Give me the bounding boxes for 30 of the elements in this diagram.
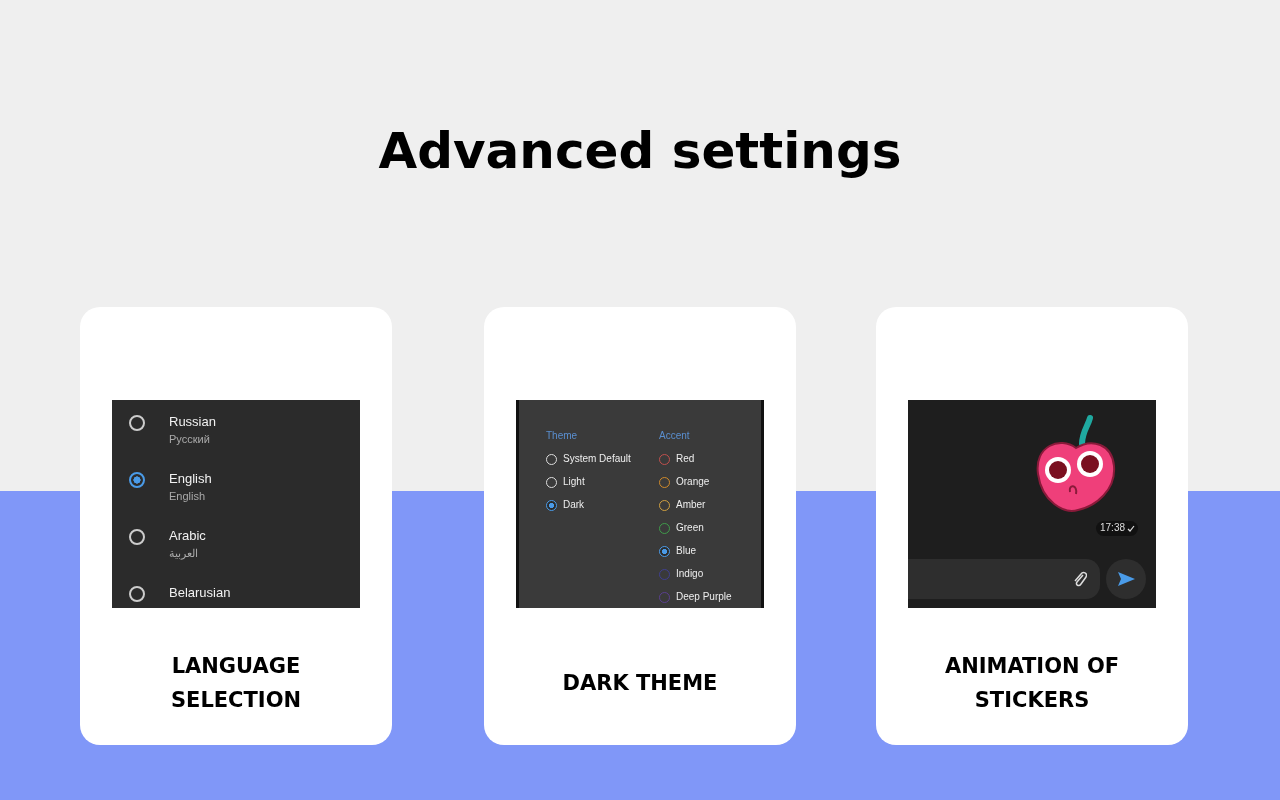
column-heading: Theme xyxy=(546,430,578,441)
feature-card xyxy=(876,307,1188,745)
option-label: Deep Purple xyxy=(676,591,732,602)
language-name: Arabic xyxy=(169,528,206,543)
option-label: Green xyxy=(676,522,704,533)
option-label: System Default xyxy=(563,453,631,464)
option-label: Blue xyxy=(676,545,696,556)
card-caption: LANGUAGE SELECTION xyxy=(169,653,303,714)
screenshot-panel xyxy=(516,400,764,608)
screenshot-panel xyxy=(112,400,360,608)
card-caption: ANIMATION OF STICKERS xyxy=(943,653,1121,714)
card-caption: DARK THEME xyxy=(562,670,718,697)
option-label: Dark xyxy=(563,499,585,510)
option-label: Orange xyxy=(676,476,710,487)
option-label: Red xyxy=(676,453,695,464)
language-native-name: Русский xyxy=(169,433,210,445)
language-native-name: English xyxy=(169,490,206,502)
language-native-name: العربية xyxy=(169,547,198,560)
screenshot-panel xyxy=(908,400,1156,608)
option-label: Indigo xyxy=(676,568,704,579)
option-label: Amber xyxy=(676,499,706,510)
language-name: Belarusian xyxy=(169,585,231,600)
language-name: Russian xyxy=(169,414,216,429)
column-heading: Accent xyxy=(659,430,690,441)
language-name: English xyxy=(169,471,212,486)
feature-card xyxy=(80,307,392,745)
page-title: Advanced settings xyxy=(377,122,903,180)
feature-card xyxy=(484,307,796,745)
message-timestamp: 17:38 xyxy=(1100,522,1126,533)
option-label: Light xyxy=(563,476,585,487)
